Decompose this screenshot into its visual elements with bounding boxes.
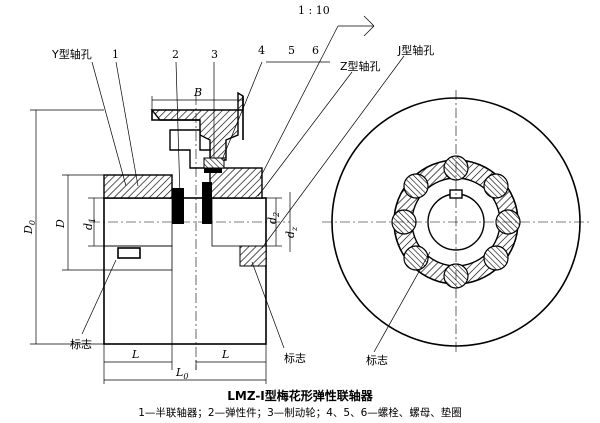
part-6-label: 6: [312, 44, 319, 57]
dim-l-right-label: L: [221, 348, 229, 361]
elastic-element-2: [202, 182, 212, 224]
brake-drum-web: [151, 96, 244, 140]
mark-left-label: 标志: [70, 337, 92, 351]
figure-caption: 1—半联轴器；2—弹性件；3—制动轮；4、5、6—螺栓、螺母、垫圈: [138, 406, 462, 419]
part-4-label: 4: [258, 44, 265, 57]
dim-d2-label: d2: [266, 212, 281, 224]
mark-mid-label: 标志: [284, 351, 306, 365]
part-3-label: 3: [211, 48, 218, 61]
y-bore-label: Y型轴孔: [51, 47, 92, 61]
dim-d-label: D: [54, 219, 67, 229]
key-slot: [117, 247, 141, 259]
z-bore-label: Z型轴孔: [340, 59, 381, 73]
section-view: [30, 15, 405, 384]
figure-title: LMZ-Ⅰ型梅花形弹性联轴器: [227, 388, 374, 403]
dim-b-label: B: [193, 86, 202, 99]
part-2-label: 2: [172, 48, 179, 61]
bolt: [203, 157, 225, 169]
nut: [204, 168, 222, 173]
elastic-element: [172, 188, 184, 224]
right-hub-lower: [239, 245, 267, 267]
dim-d1-label: d1: [82, 218, 97, 230]
hub-body-outline: [103, 197, 267, 345]
taper-label: 1 : 10: [298, 4, 330, 17]
part-1-label: 1: [112, 48, 119, 61]
dim-dz-label: dz: [284, 226, 299, 238]
mark-right-label: 标志: [366, 353, 388, 367]
left-hub-upper: [103, 174, 173, 199]
dim-l0-label: L0: [175, 366, 188, 381]
left-hub-lower: [103, 245, 173, 271]
j-bore-label: J型轴孔: [397, 43, 434, 57]
dim-l-left-label: L: [131, 348, 139, 361]
part-5-label: 5: [288, 44, 295, 57]
end-view: [322, 90, 590, 354]
dim-d0-label: D0: [22, 220, 37, 235]
